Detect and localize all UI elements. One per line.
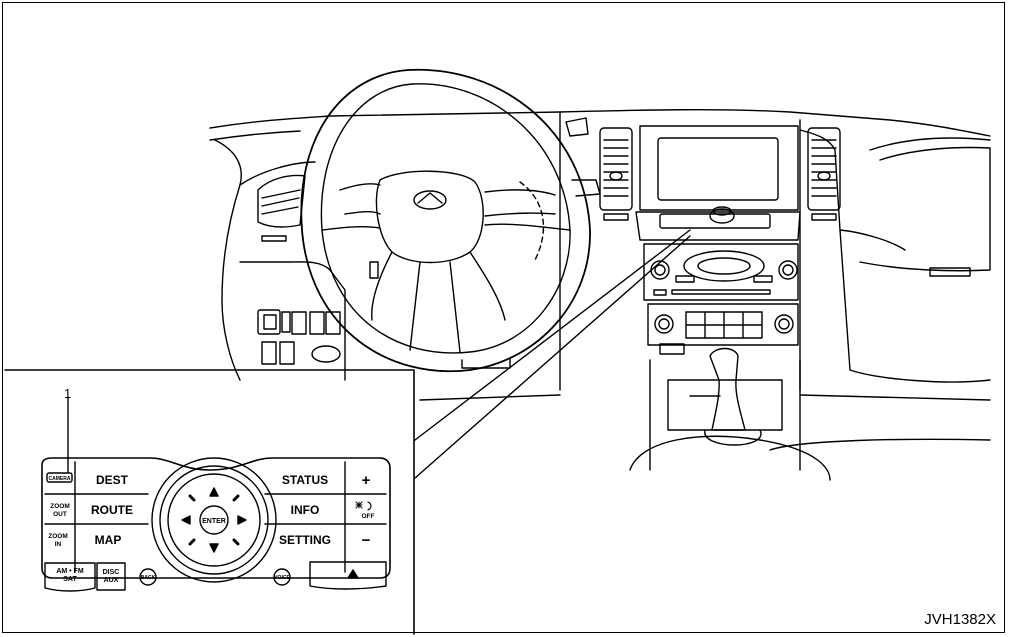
enter-button[interactable] — [199, 505, 229, 535]
back-button[interactable] — [139, 568, 157, 586]
am-fm-label: AM • FM — [56, 568, 84, 575]
callout-number-1: 1 — [64, 386, 71, 401]
disc-label: DISC — [103, 569, 120, 576]
voice-label: VOICE — [274, 575, 290, 581]
status-label: STATUS — [282, 473, 328, 487]
controller-knob — [709, 208, 735, 224]
disc-aux-button[interactable] — [96, 562, 126, 591]
dial-outer-ring — [151, 457, 277, 583]
climate-unit — [647, 303, 799, 346]
camera-button[interactable] — [46, 472, 73, 483]
back-label: BACK — [141, 575, 156, 581]
enter-label: ENTER — [202, 518, 226, 525]
display-screen — [657, 137, 779, 201]
steering-wheel — [300, 68, 601, 373]
dashboard — [209, 108, 991, 401]
hazard-button[interactable] — [309, 561, 387, 590]
night-mode-icon — [367, 501, 372, 511]
info-label: INFO — [291, 503, 320, 517]
gear-shifter — [709, 347, 746, 431]
plus-label: + — [362, 472, 371, 489]
camera-label: CAMERA — [49, 476, 71, 482]
switch-cluster — [257, 309, 341, 365]
am-fm-sat-button[interactable] — [44, 562, 96, 592]
setting-label: SETTING — [279, 533, 331, 547]
minus-label: − — [362, 532, 371, 549]
multi-function-controller[interactable] — [167, 473, 261, 567]
zoom-in-label-1: ZOOM — [48, 533, 68, 540]
control-panel — [41, 397, 391, 592]
aux-label: AUX — [104, 577, 119, 584]
zoom-out-label-1: ZOOM — [50, 503, 70, 510]
center-left-vent — [599, 127, 633, 211]
up-arrow-icon[interactable] — [209, 487, 219, 497]
route-label: ROUTE — [91, 503, 133, 517]
map-label: MAP — [95, 533, 122, 547]
inset-frame — [4, 369, 415, 635]
callout-leader-lines — [414, 229, 691, 479]
zoom-out-label-2: OUT — [53, 511, 67, 518]
zoom-in-label-2: IN — [55, 541, 62, 548]
sat-label: SAT — [63, 576, 77, 583]
brand-logo — [413, 190, 447, 210]
brightness-icon — [355, 501, 363, 509]
center-right-vent — [807, 127, 841, 211]
left-vent-slot — [261, 235, 287, 242]
figure-code: JVH1382X — [924, 611, 996, 628]
left-vent — [257, 174, 306, 228]
left-arrow-icon[interactable] — [181, 515, 191, 525]
off-label: OFF — [362, 513, 375, 520]
hazard-icon — [347, 569, 359, 579]
display-screen-housing — [639, 125, 799, 211]
voice-button[interactable] — [273, 568, 291, 586]
down-arrow-icon[interactable] — [209, 543, 219, 553]
dest-label: DEST — [96, 473, 129, 487]
center-stack — [599, 125, 991, 481]
steering-hub — [375, 170, 484, 264]
audio-unit — [643, 243, 799, 301]
right-arrow-icon[interactable] — [237, 515, 247, 525]
